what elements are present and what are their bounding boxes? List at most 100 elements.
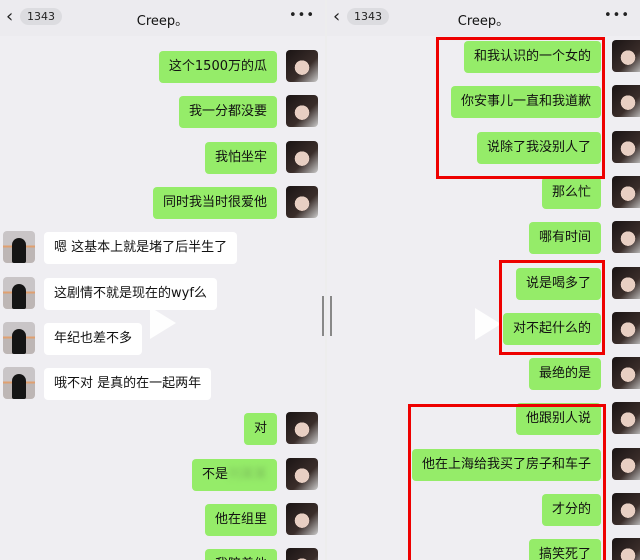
ellipsis-icon[interactable]: ••• [603,8,630,23]
message-row: 他在组里 [0,503,325,537]
avatar[interactable] [286,412,318,445]
avatar[interactable] [612,85,640,118]
message-text: 最绝的是 [538,366,591,382]
message-bubble[interactable]: 我一分都没要 [178,96,277,129]
avatar[interactable] [612,175,640,208]
message-bubble[interactable]: 那么忙 [541,176,601,209]
avatar[interactable] [286,457,318,490]
message-row: 和我认识的一个女的 [327,40,640,74]
avatar[interactable] [612,130,640,163]
message-text: 我陪着他 [215,557,267,560]
message-row: 对 [0,412,325,446]
message-text: 说除了我没别人了 [486,139,591,155]
message-text: 说是喝多了 [525,275,591,291]
message-bubble[interactable]: 这个1500万的瓜 [158,51,277,83]
avatar[interactable] [3,231,35,264]
message-text: 他跟别人说 [525,411,591,427]
chat-title: Creep。 [136,14,189,29]
message-bubble[interactable]: 他跟别人说 [515,403,601,436]
chat-title: Creep。 [457,14,510,29]
message-text: 才分的 [551,502,591,517]
avatar[interactable] [612,221,640,254]
message-text: 对不起什么的 [512,320,591,336]
avatar[interactable] [612,266,640,299]
message-row: 我一分都没要 [0,95,325,129]
message-row: 对不起什么的 [327,311,640,346]
avatar[interactable] [612,311,640,344]
message-text: 和我认识的一个女的 [473,49,591,64]
avatar[interactable] [286,185,318,218]
avatar[interactable] [3,367,35,400]
message-text: 年纪也差不多 [54,330,133,346]
message-bubble[interactable]: 嗯 这基本上就是堵了后半生了 [44,232,238,265]
message-bubble[interactable]: 说是喝多了 [515,267,601,300]
message-row: 我怕坐牢 [0,140,325,175]
message-bubble[interactable]: 对不起什么的 [502,312,601,345]
avatar[interactable] [286,503,318,535]
blurred-name: 刘某某 [227,466,267,482]
message-row: 他在上海给我买了房子和车子 [327,447,640,482]
message-bubble[interactable]: 说除了我没别人了 [476,131,601,164]
avatar[interactable] [612,402,640,435]
message-bubble[interactable]: 和我认识的一个女的 [463,41,601,73]
message-text: 他在上海给我买了房子和车子 [421,456,591,472]
scrollbar[interactable] [330,296,332,336]
avatar[interactable] [286,548,318,560]
avatar[interactable] [612,447,640,480]
message-text: 嗯 这基本上就是堵了后半生了 [54,240,228,256]
message-row: 同时我当时很爱他 [0,185,325,220]
message-row: 这剧情不就是现在的wyf么 [0,276,325,311]
chevron-left-icon[interactable]: ‹ [6,6,14,27]
message-row: 他跟别人说 [327,402,640,436]
chat-header: ‹ 1343 Creep。 ••• [0,0,325,36]
message-bubble[interactable]: 你安事儿一直和我道歉 [450,86,601,119]
message-row: 哪有时间 [327,221,640,255]
message-bubble[interactable]: 他在组里 [204,504,277,536]
chat-screenshot-right: 和我认识的一个女的你安事儿一直和我道歉说除了我没别人了那么忙哪有时间说是喝多了对… [327,0,640,560]
avatar[interactable] [286,50,318,82]
message-bubble[interactable]: 才分的 [541,494,601,526]
ellipsis-icon[interactable]: ••• [288,8,315,23]
avatar[interactable] [612,493,640,525]
message-row: 说是喝多了 [327,266,640,301]
message-row: 搞笑死了 [327,538,640,560]
message-bubble[interactable]: 哦不对 是真的在一起两年 [44,368,212,401]
unread-count-badge[interactable]: 1343 [347,8,389,25]
message-row: 说除了我没别人了 [327,130,640,165]
message-row: 你安事儿一直和我道歉 [327,85,640,119]
message-text: 这剧情不就是现在的wyf么 [54,285,207,301]
message-bubble[interactable]: 同时我当时很爱他 [152,186,277,219]
message-text: 我一分都没要 [188,104,267,120]
avatar[interactable] [612,357,640,390]
message-row: 哦不对 是真的在一起两年 [0,367,325,401]
message-bubble[interactable]: 我怕坐牢 [204,141,277,174]
message-bubble[interactable]: 不是刘某某 [191,458,277,491]
avatar[interactable] [612,40,640,72]
play-icon[interactable] [475,308,501,340]
scrollbar[interactable] [322,296,324,336]
unread-count-badge[interactable]: 1343 [20,8,62,25]
play-icon[interactable] [150,307,176,339]
message-row: 不是刘某某 [0,457,325,492]
message-text: 那么忙 [551,184,591,200]
highlight-box [436,37,605,179]
avatar[interactable] [286,95,318,128]
message-row: 我陪着他 [0,548,325,560]
avatar[interactable] [612,538,640,560]
message-bubble[interactable]: 我陪着他 [204,549,277,560]
avatar[interactable] [3,276,35,309]
message-bubble[interactable]: 最绝的是 [528,358,601,391]
message-text: 对 [253,421,267,437]
message-text: 搞笑死了 [538,547,591,560]
chevron-left-icon[interactable]: ‹ [333,6,341,27]
message-bubble[interactable]: 这剧情不就是现在的wyf么 [44,277,217,310]
message-row: 这个1500万的瓜 [0,50,325,84]
message-bubble[interactable]: 年纪也差不多 [44,322,143,355]
avatar[interactable] [286,140,318,173]
message-bubble[interactable]: 哪有时间 [528,222,601,255]
message-bubble[interactable]: 对 [243,413,277,446]
message-bubble[interactable]: 他在上海给我买了房子和车子 [411,448,601,481]
message-row: 最绝的是 [327,357,640,391]
avatar[interactable] [3,321,35,354]
message-bubble[interactable]: 搞笑死了 [528,539,601,560]
